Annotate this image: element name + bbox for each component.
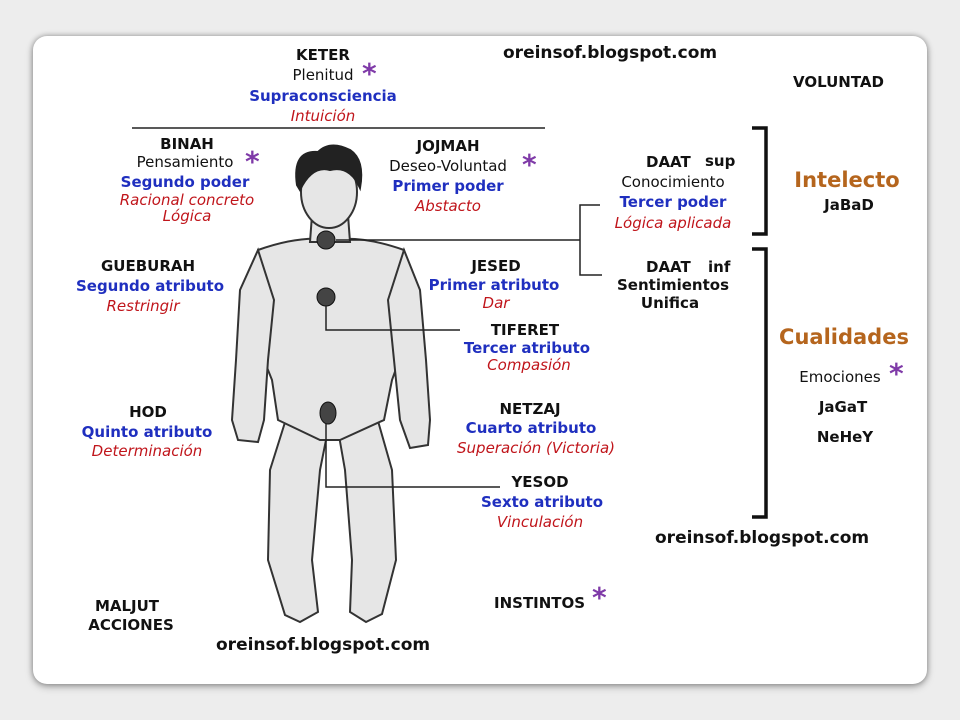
cualidades-title: Cualidades <box>779 325 909 349</box>
gueburah-label: GUEBURAH <box>100 257 196 275</box>
netzaj-red: Superación (Victoria) <box>457 439 615 457</box>
keter-sub: Plenitud <box>292 66 354 84</box>
watermark-top: oreinsof.blogspot.com <box>503 43 718 63</box>
human-figure-illustration <box>230 144 432 624</box>
jojmah-asterisk: * <box>522 148 537 181</box>
binah-blue: Segundo poder <box>120 173 250 191</box>
hod-red: Determinación <box>91 442 203 460</box>
tiferet-blue: Tercer atributo <box>463 339 591 357</box>
daat-sup-tag: sup <box>705 152 736 170</box>
keter-label: KETER <box>296 46 350 64</box>
jesed-label: JESED <box>471 257 521 275</box>
jojmah-blue: Primer poder <box>392 177 504 195</box>
hod-blue: Quinto atributo <box>81 423 213 441</box>
binah-sub: Pensamiento <box>136 153 234 171</box>
yesod-blue: Sexto atributo <box>480 493 604 511</box>
slide-card <box>33 36 927 684</box>
cualidades-jagat: JaGaT <box>818 398 868 416</box>
daat-sup-label: DAAT <box>646 153 691 171</box>
jesed-red: Dar <box>482 294 510 312</box>
keter-blue: Supraconsciencia <box>249 87 397 105</box>
tiferet-red: Compasión <box>487 356 571 374</box>
voluntad-label: VOLUNTAD <box>793 73 884 91</box>
hod-label: HOD <box>129 403 167 421</box>
netzaj-label: NETZAJ <box>499 400 561 418</box>
netzaj-blue: Cuarto atributo <box>465 419 597 437</box>
intelecto-sub: JaBaD <box>824 196 874 214</box>
binah-red-1: Racional concreto <box>119 191 255 209</box>
jojmah-label: JOJMAH <box>416 137 480 155</box>
daat-inf-line2: Sentimientos <box>617 276 729 294</box>
watermark-right: oreinsof.blogspot.com <box>655 528 870 548</box>
jojmah-red: Abstacto <box>415 197 481 215</box>
instintos-label: INSTINTOS <box>494 594 586 612</box>
daat-sup-red: Lógica aplicada <box>614 214 732 232</box>
gueburah-red: Restringir <box>106 297 180 315</box>
binah-red-2: Lógica <box>162 207 212 225</box>
instintos-asterisk: * <box>592 581 607 614</box>
binah-asterisk: * <box>245 145 260 178</box>
daat-inf-line3: Unifica <box>640 294 700 312</box>
gueburah-blue: Segundo atributo <box>75 277 225 295</box>
cualidades-sub: Emociones <box>799 368 881 386</box>
binah-label: BINAH <box>160 135 214 153</box>
daat-inf-tag: inf <box>708 258 731 276</box>
daat-inf-label: DAAT <box>646 258 691 276</box>
jesed-blue: Primer atributo <box>428 276 560 294</box>
yesod-red: Vinculación <box>496 513 584 531</box>
keter-asterisk: * <box>362 57 377 90</box>
watermark-bottom: oreinsof.blogspot.com <box>216 635 431 655</box>
daat-sup-blue: Tercer poder <box>619 193 727 211</box>
intelecto-title: Intelecto <box>794 168 900 192</box>
tiferet-label: TIFERET <box>490 321 560 339</box>
cualidades-asterisk: * <box>889 357 904 390</box>
cualidades-nehey: NeHeY <box>816 428 874 446</box>
keter-red: Intuición <box>290 107 356 125</box>
maljut-sub: ACCIONES <box>88 616 174 634</box>
maljut-label: MALJUT <box>94 597 160 615</box>
daat-sup-sub: Conocimiento <box>621 173 725 191</box>
yesod-label: YESOD <box>511 473 569 491</box>
jojmah-sub: Deseo-Voluntad <box>389 157 507 175</box>
